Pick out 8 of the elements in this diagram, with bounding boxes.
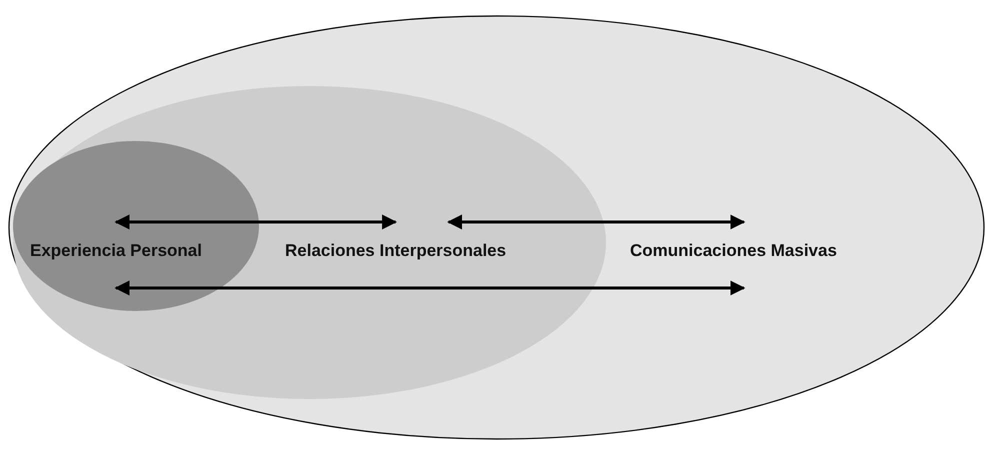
ellipse-label: Comunicaciones Masivas [630, 221, 837, 289]
double-arrow [114, 280, 746, 296]
ellipse [12, 140, 260, 312]
double-arrow [114, 214, 398, 230]
ellipse [12, 85, 607, 400]
ellipse-label: Relaciones Interpersonales [285, 221, 506, 289]
double-arrow [447, 214, 746, 230]
ellipse [8, 15, 985, 440]
